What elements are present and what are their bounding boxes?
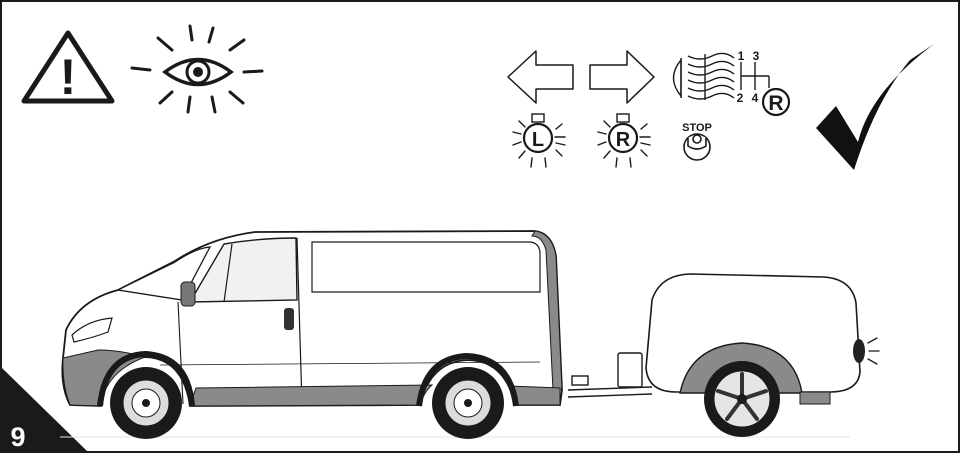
gear-1-label: 1 (738, 49, 745, 63)
gear-2-label: 2 (737, 91, 744, 105)
left-indicator-label: L (532, 129, 544, 151)
right-indicator-light-icon: R (598, 114, 650, 167)
warning-exclamation: ! (60, 49, 77, 105)
trailer (646, 274, 879, 437)
step-number: 9 (10, 422, 25, 452)
van-rear-wheel (432, 367, 504, 439)
gear-reverse-label: R (768, 92, 783, 115)
warning-triangle-icon: ! (24, 33, 112, 105)
van-front-wheel (110, 367, 182, 439)
stop-label: STOP (682, 122, 712, 134)
left-indicator-light-icon: L (513, 114, 565, 167)
trailer-tail-light (853, 338, 879, 364)
right-indicator-label: R (616, 129, 631, 151)
trailer-wheel (704, 361, 780, 437)
arrow-right-icon (590, 51, 654, 103)
eye-check-icon (132, 26, 262, 112)
gear-3-label: 3 (753, 49, 760, 63)
van (62, 231, 562, 439)
arrow-left-icon (508, 51, 573, 103)
checkmark-icon (816, 44, 934, 170)
van-with-trailer-illustration (62, 231, 879, 439)
tow-hitch (568, 353, 652, 397)
gear-shift-diagram-icon: 1 3 2 4 R (737, 49, 789, 115)
rear-fog-light-icon (674, 53, 735, 100)
stop-light-icon: STOP (682, 122, 712, 160)
gear-4-label: 4 (752, 91, 759, 105)
